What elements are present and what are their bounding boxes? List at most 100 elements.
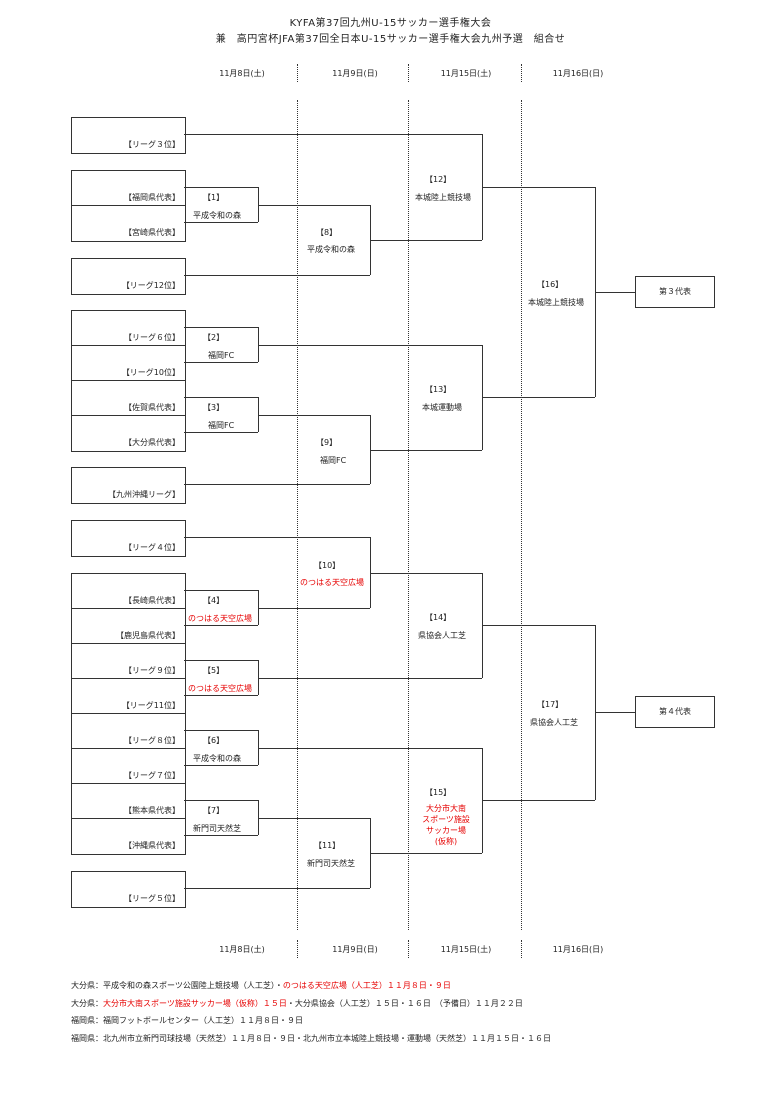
representative-4: 第４代表 bbox=[635, 696, 715, 728]
bracket-line bbox=[184, 362, 258, 363]
match-num-2: 【2】 bbox=[203, 333, 225, 342]
date-top-4: 11月16日(日) bbox=[552, 69, 604, 78]
match-num-1: 【1】 bbox=[203, 193, 225, 202]
bracket-line bbox=[258, 608, 370, 609]
team-box bbox=[71, 573, 186, 645]
divider-2 bbox=[408, 100, 409, 930]
match-num-8: 【8】 bbox=[316, 228, 338, 237]
match-venue-7: 新門司天然芝 bbox=[193, 824, 241, 833]
bracket-line bbox=[184, 484, 370, 485]
match-venue-8: 平成令和の森 bbox=[307, 245, 355, 254]
bracket-line bbox=[482, 187, 595, 188]
team-label: 【リーグ10位】 bbox=[121, 368, 180, 377]
team-box bbox=[71, 117, 186, 154]
bracket-line bbox=[258, 800, 259, 835]
venue-note-4: 福岡県：北九州市立新門司球技場（天然芝）１１月８日・９日・北九州市立本城陸上競技… bbox=[71, 1034, 551, 1043]
bracket-line bbox=[370, 240, 482, 241]
match-num-15: 【15】 bbox=[425, 788, 452, 797]
bracket-line bbox=[258, 730, 259, 765]
match-num-5: 【5】 bbox=[203, 666, 225, 675]
match-venue-2: 福岡FC bbox=[208, 351, 235, 360]
pair-divider bbox=[71, 748, 186, 749]
match-num-9: 【9】 bbox=[316, 438, 338, 447]
bracket-line bbox=[258, 187, 259, 222]
match-venue-4: のつはる天空広場 bbox=[188, 614, 252, 623]
match-num-12: 【12】 bbox=[425, 175, 452, 184]
pair-divider bbox=[71, 205, 186, 206]
team-box bbox=[71, 310, 186, 382]
match-venue-10: のつはる天空広場 bbox=[300, 578, 364, 587]
match-venue-1: 平成令和の森 bbox=[193, 211, 241, 220]
date-bottom-2: 11月9日(日) bbox=[332, 945, 378, 954]
pair-divider bbox=[71, 818, 186, 819]
divider-1 bbox=[297, 100, 298, 930]
team-box bbox=[71, 643, 186, 715]
pair-divider bbox=[71, 678, 186, 679]
bracket-line bbox=[184, 327, 258, 328]
match-num-16: 【16】 bbox=[537, 280, 564, 289]
team-label: 【リーグ９位】 bbox=[124, 666, 180, 675]
bracket-line bbox=[184, 730, 258, 731]
bracket-line bbox=[184, 695, 258, 696]
team-box bbox=[71, 467, 186, 504]
team-label: 【リーグ３位】 bbox=[124, 140, 180, 149]
divider-top-2 bbox=[408, 64, 409, 82]
team-label: 【佐賀県代表】 bbox=[124, 403, 180, 412]
date-top-1: 11月8日(土) bbox=[219, 69, 265, 78]
bracket-line bbox=[595, 292, 635, 293]
match-num-6: 【6】 bbox=[203, 736, 225, 745]
bracket-line bbox=[258, 205, 370, 206]
match-venue-14: 県協会人工芝 bbox=[418, 631, 466, 640]
title-line1: KYFA第37回九州U-15サッカー選手権大会 bbox=[289, 18, 492, 29]
bracket-line bbox=[184, 888, 370, 889]
bracket-line bbox=[370, 450, 482, 451]
team-label: 【リーグ８位】 bbox=[124, 736, 180, 745]
bracket-line bbox=[258, 415, 370, 416]
bracket-line bbox=[370, 573, 482, 574]
date-bottom-3: 11月15日(土) bbox=[440, 945, 492, 954]
team-label: 【リーグ５位】 bbox=[124, 894, 180, 903]
bracket-line bbox=[184, 397, 258, 398]
pair-divider bbox=[71, 415, 186, 416]
bracket-line bbox=[258, 590, 259, 625]
divider-bottom-1 bbox=[297, 940, 298, 958]
bracket-line bbox=[184, 800, 258, 801]
team-label: 【福岡県代表】 bbox=[124, 193, 180, 202]
bracket-line bbox=[184, 660, 258, 661]
bracket-line bbox=[184, 537, 370, 538]
bracket-line bbox=[370, 415, 371, 484]
bracket-line bbox=[370, 537, 371, 608]
team-label: 【リーグ４位】 bbox=[124, 543, 180, 552]
team-label: 【リーグ６位】 bbox=[124, 333, 180, 342]
team-box bbox=[71, 713, 186, 785]
team-label: 【沖縄県代表】 bbox=[124, 841, 180, 850]
team-label: 【長崎県代表】 bbox=[124, 596, 180, 605]
team-box bbox=[71, 520, 186, 557]
bracket-line bbox=[184, 590, 258, 591]
match-num-13: 【13】 bbox=[425, 385, 452, 394]
date-top-3: 11月15日(土) bbox=[440, 69, 492, 78]
bracket-line bbox=[184, 187, 258, 188]
match-venue-6: 平成令和の森 bbox=[193, 754, 241, 763]
bracket-line bbox=[258, 345, 482, 346]
match-venue-9: 福岡FC bbox=[320, 456, 347, 465]
pair-divider bbox=[71, 345, 186, 346]
match-num-7: 【7】 bbox=[203, 806, 225, 815]
match-venue-3: 福岡FC bbox=[208, 421, 235, 430]
bracket-line bbox=[258, 327, 259, 362]
team-box bbox=[71, 258, 186, 295]
team-label: 【鹿児島県代表】 bbox=[116, 631, 180, 640]
bracket-line bbox=[258, 818, 370, 819]
bracket-line bbox=[595, 712, 635, 713]
title-line2: 兼 高円宮杯JFA第37回全日本U-15サッカー選手権大会九州予選 組合せ bbox=[215, 34, 566, 45]
venue-note-2: 大分県：大分市大南スポーツ施設サッカー場（仮称）１５日・大分県協会（人工芝）１５… bbox=[71, 999, 523, 1008]
match-venue-12: 本城陸上競技場 bbox=[415, 193, 471, 202]
bracket-line bbox=[184, 432, 258, 433]
divider-top-1 bbox=[297, 64, 298, 82]
bracket-line bbox=[258, 397, 259, 432]
team-label: 【リーグ７位】 bbox=[124, 771, 180, 780]
bracket-line bbox=[184, 835, 258, 836]
divider-bottom-3 bbox=[521, 940, 522, 958]
pair-divider bbox=[71, 608, 186, 609]
match-num-14: 【14】 bbox=[425, 613, 452, 622]
